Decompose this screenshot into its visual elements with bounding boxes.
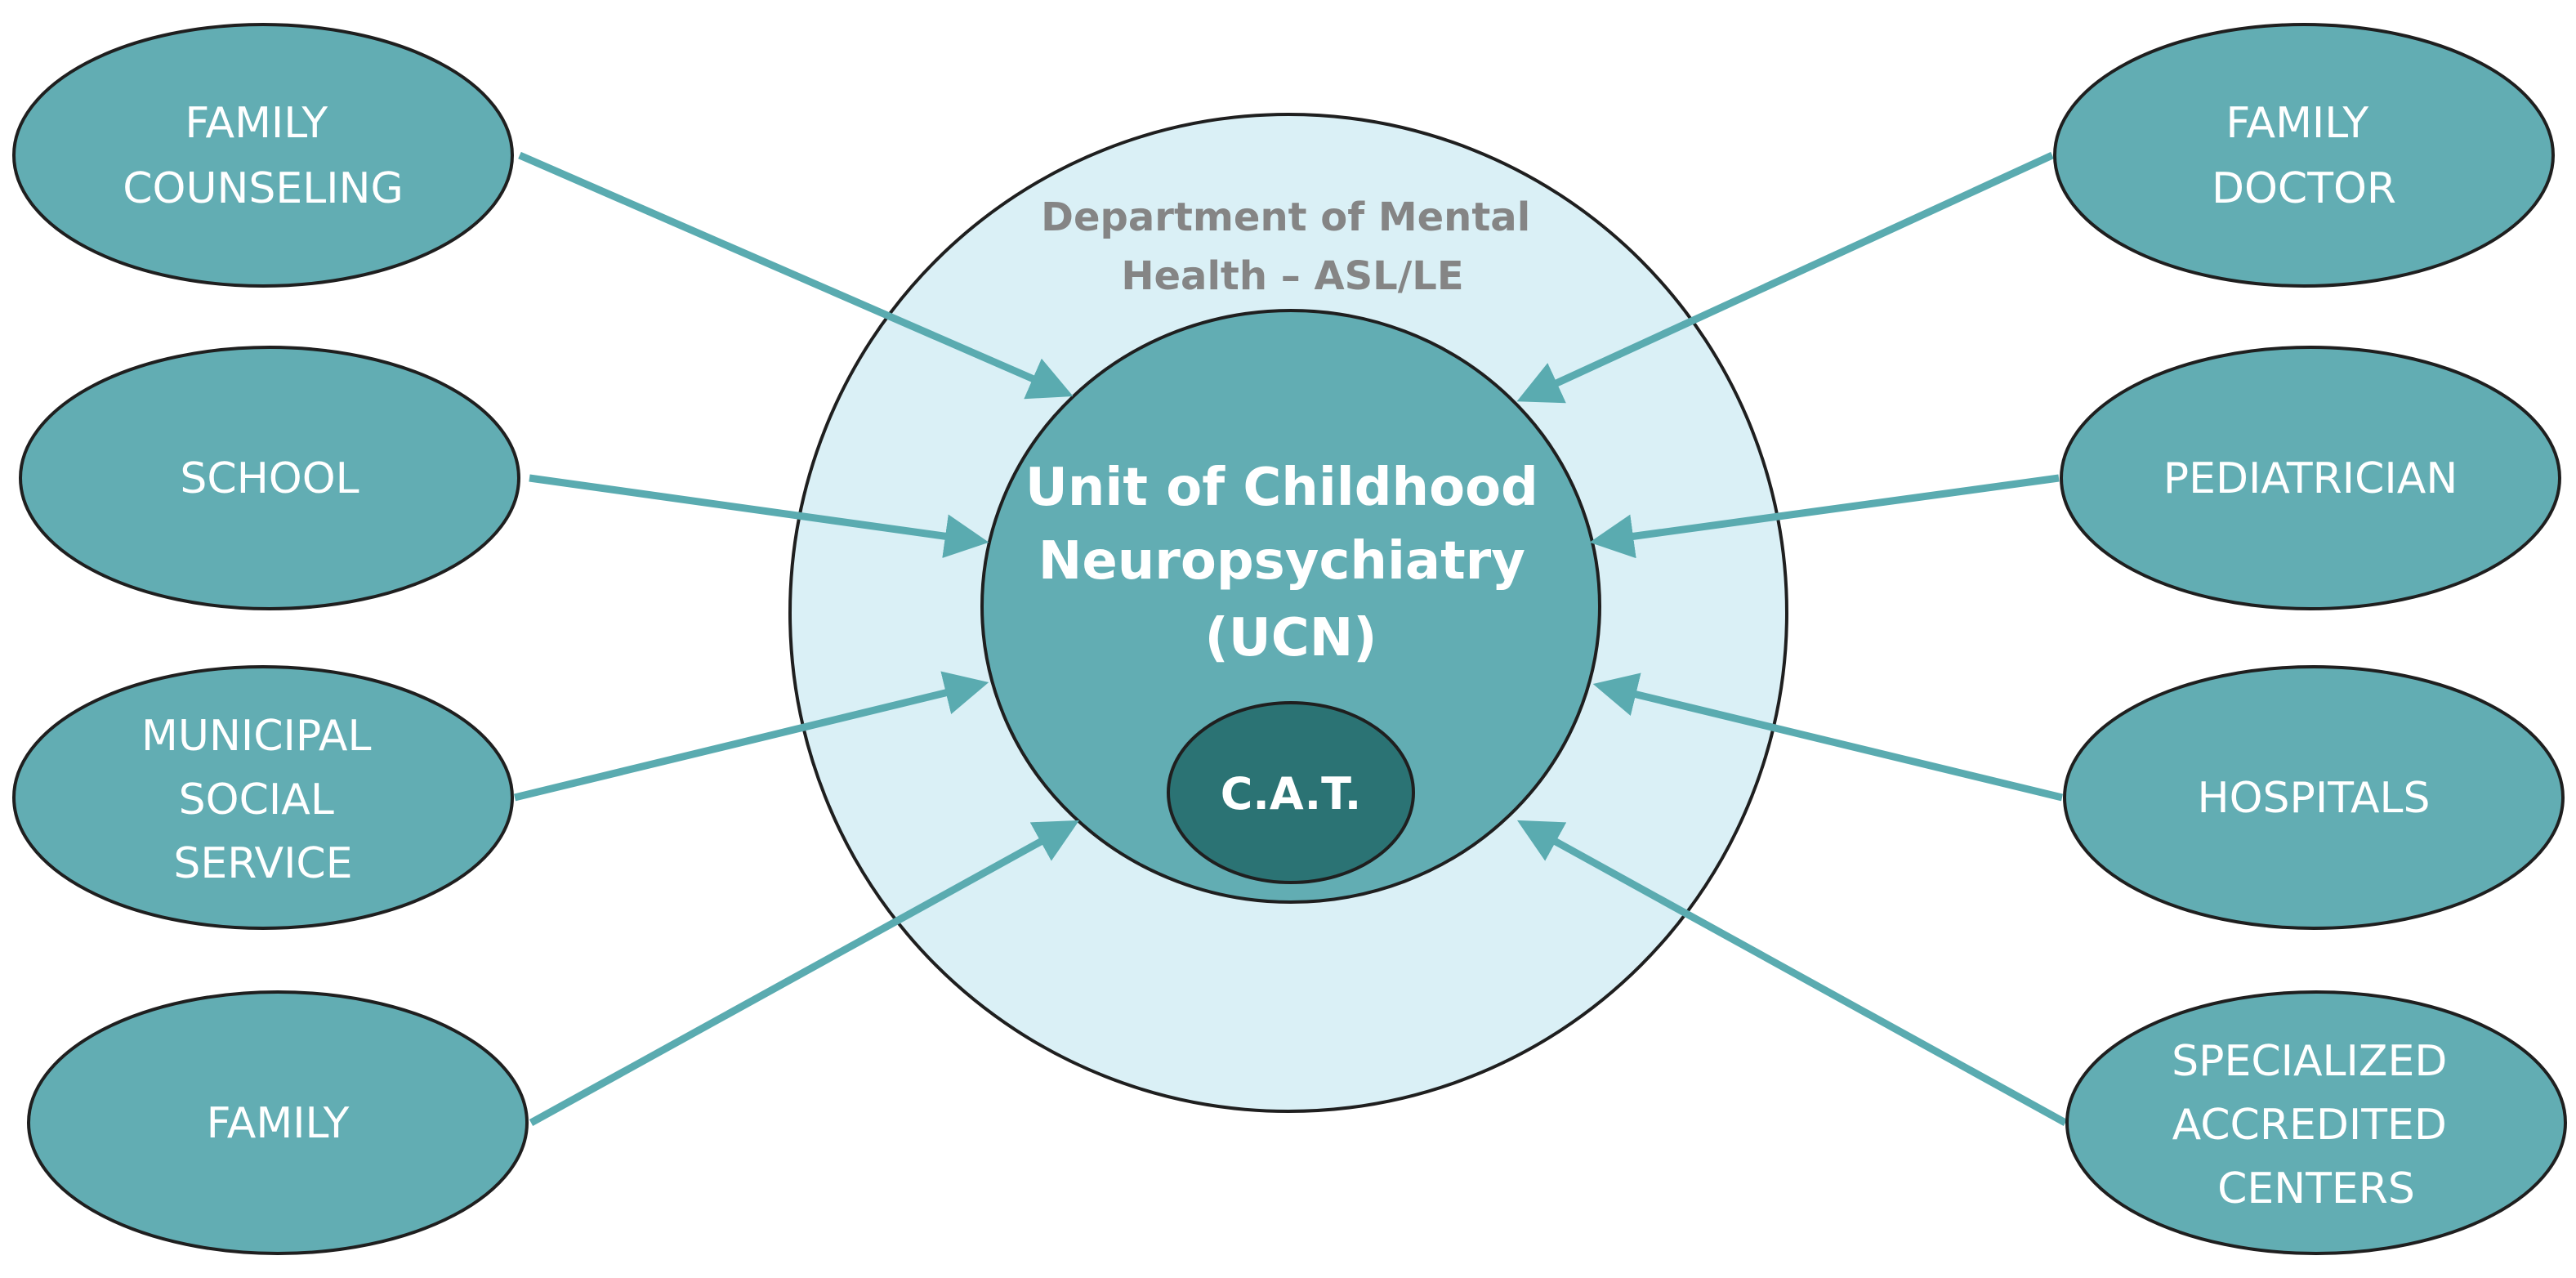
arrow-family-counseling — [518, 151, 1074, 400]
svg-text:SCHOOL: SCHOOL — [180, 454, 359, 503]
ucn-label-line-1: Unit of Childhood — [1025, 458, 1538, 518]
node-family-doctor-line-2: DOCTOR — [2212, 164, 2396, 213]
node-pediatrician: PEDIATRICIAN — [2060, 346, 2561, 610]
svg-text:FAMILY COUNSELING: FAMILY COUNSELING — [123, 99, 404, 213]
svg-text:HOSPITALS: HOSPITALS — [2197, 774, 2430, 823]
department-label-line-1: Department of Mental — [1041, 194, 1530, 240]
arrow-family — [529, 820, 1080, 1126]
svg-text:FAMILY: FAMILY — [207, 1099, 350, 1148]
cat-ellipse — [1167, 701, 1415, 884]
cat-label: C.A.T. — [1221, 768, 1362, 820]
node-school: SCHOOL — [19, 346, 520, 610]
node-family-counseling-line-1: FAMILY — [185, 99, 328, 148]
node-specialized-accredited-centers-line-1: SPECIALIZED — [2172, 1037, 2447, 1086]
node-school-line-1: SCHOOL — [180, 454, 359, 503]
node-municipal-social-service-line-3: SERVICE — [173, 839, 352, 888]
node-municipal-social-service-line-1: MUNICIPAL — [141, 712, 371, 761]
ucn-label-line-3: (UCN) — [1205, 608, 1377, 668]
node-family-counseling: FAMILY COUNSELING — [12, 23, 514, 288]
arrow-school — [529, 474, 989, 558]
node-hospitals: HOSPITALS — [2063, 665, 2565, 930]
node-family-counseling-line-2: COUNSELING — [123, 164, 404, 213]
node-family-doctor-line-1: FAMILY — [2226, 99, 2368, 148]
svg-text:SPECIALIZED ACCREDITED: SPECIALIZED ACCREDITED CENTERS — [2172, 1037, 2461, 1213]
ucn-label: Unit of Childhood Neuropsychiatry (UCN) — [1025, 458, 1556, 668]
node-family-doctor: FAMILY DOCTOR — [2053, 23, 2555, 288]
arrow-pediatrician — [1589, 474, 2060, 559]
arrow-hospitals — [1592, 673, 2064, 802]
department-label-line-2: Health – ASL/LE — [1121, 253, 1463, 299]
node-family-line-1: FAMILY — [207, 1099, 350, 1148]
arrow-family-doctor — [1516, 151, 2054, 404]
svg-text:PEDIATRICIAN: PEDIATRICIAN — [2163, 454, 2458, 503]
node-family: FAMILY — [27, 990, 529, 1255]
node-hospitals-line-1: HOSPITALS — [2197, 774, 2430, 823]
node-specialized-accredited-centers-line-3: CENTERS — [2217, 1164, 2415, 1213]
node-pediatrician-line-1: PEDIATRICIAN — [2163, 454, 2458, 503]
ucn-circle — [980, 309, 1601, 904]
ucn-label-line-2: Neuropsychiatry — [1038, 531, 1525, 592]
svg-text:MUNICIPAL SOCIAL S: MUNICIPAL SOCIAL SERVICE — [141, 712, 385, 888]
arrow-specialized-accredited-centers — [1516, 820, 2068, 1126]
department-label: Department of Mental Health – ASL/LE — [1041, 194, 1544, 299]
node-specialized-accredited-centers: SPECIALIZED ACCREDITED CENTERS — [2065, 990, 2567, 1255]
arrow-municipal-social-service — [513, 671, 989, 802]
node-municipal-social-service: MUNICIPAL SOCIAL SERVICE — [12, 665, 514, 930]
node-specialized-accredited-centers-line-2: ACCREDITED — [2172, 1101, 2447, 1150]
node-municipal-social-service-line-2: SOCIAL — [179, 775, 334, 824]
svg-text:FAMILY DOCTOR: FAMILY DOCTOR — [2212, 99, 2396, 213]
